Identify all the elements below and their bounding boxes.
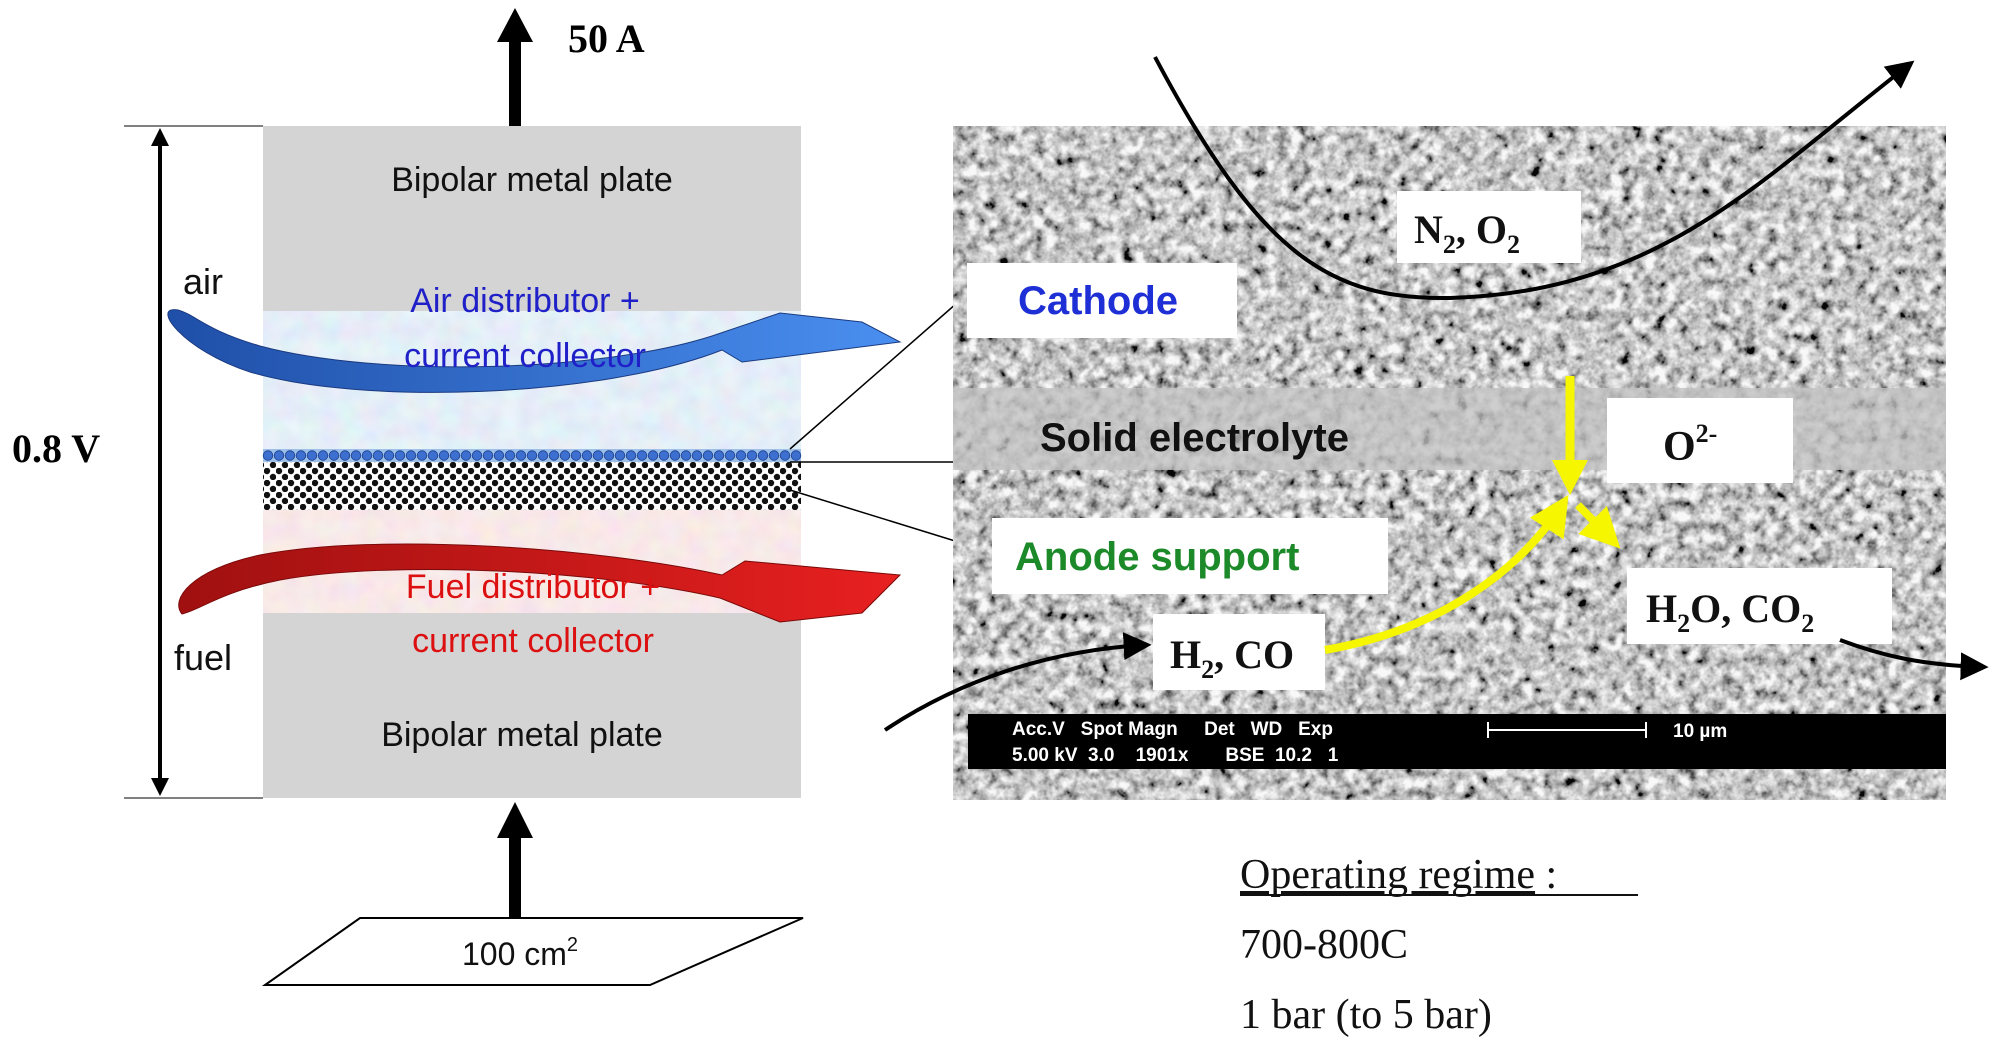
- cathode-bead: [680, 450, 692, 461]
- electrolyte-label: Solid electrolyte: [1040, 416, 1349, 460]
- air-species-label: N2, O2: [1414, 207, 1520, 259]
- cathode-bead: [306, 450, 318, 461]
- air-species-box: [1397, 191, 1581, 263]
- cathode-bead: [603, 450, 615, 461]
- bottom-plate-label: Bipolar metal plate: [381, 716, 663, 754]
- cathode-bead: [460, 450, 472, 461]
- cathode-bead: [438, 450, 450, 461]
- cathode-bead: [647, 450, 659, 461]
- cathode-bead: [262, 450, 274, 461]
- air-path-curve: [1153, 56, 1915, 301]
- cathode-bead: [394, 450, 406, 461]
- fuel-flow-arrow: [178, 543, 902, 623]
- cathode-bead: [526, 450, 538, 461]
- fuel-in-curve: [883, 632, 1152, 732]
- ion-path: [1324, 376, 1621, 654]
- bottom-bipolar-plate: [263, 613, 801, 798]
- cathode-bead: [581, 450, 593, 461]
- cathode-bead: [427, 450, 439, 461]
- voltage-dimension: [124, 125, 263, 799]
- cathode-bead: [735, 450, 747, 461]
- cathode-bead: [383, 450, 395, 461]
- anode-box: [992, 518, 1388, 594]
- air-distributor-label-2: current collector: [404, 337, 646, 375]
- air-flow-arrow: [167, 309, 902, 393]
- current-out-arrow: [497, 8, 533, 126]
- sem-values: 5.00 kV 3.0 1901x BSE 10.2 1: [1012, 745, 1339, 766]
- cathode-bead: [768, 450, 780, 461]
- cathode-bead: [669, 450, 681, 461]
- products-box: [1627, 568, 1892, 644]
- top-plate-label: Bipolar metal plate: [391, 161, 673, 199]
- cathode-bead: [284, 450, 296, 461]
- cathode-bead: [515, 450, 527, 461]
- cathode-bead: [361, 450, 373, 461]
- cathode-bead: [779, 450, 791, 461]
- cathode-bead: [339, 450, 351, 461]
- cathode-bead-layer: [262, 449, 802, 462]
- cathode-bead: [724, 450, 736, 461]
- area-plane: [261, 917, 804, 986]
- cathode-bead: [416, 450, 428, 461]
- cathode-bead: [471, 450, 483, 461]
- fuel-distributor-label-2: current collector: [412, 622, 654, 660]
- cathode-bead: [702, 450, 714, 461]
- sem-data-bar: [968, 714, 1946, 769]
- cathode-bead: [328, 450, 340, 461]
- products-label: H2O, CO2: [1646, 586, 1814, 638]
- cathode-box: [967, 263, 1237, 338]
- air-label: air: [183, 261, 223, 302]
- cathode-bead: [350, 450, 362, 461]
- anode-label: Anode support: [1015, 535, 1299, 579]
- cathode-bead: [482, 450, 494, 461]
- fuel-label: fuel: [174, 637, 232, 678]
- cathode-bead: [614, 450, 626, 461]
- cathode-bead: [405, 450, 417, 461]
- operating-pressure: 1 bar (to 5 bar): [1240, 992, 1492, 1038]
- products-out-curve: [1839, 638, 1989, 681]
- operating-temperature: 700-800C: [1240, 922, 1408, 968]
- electrolyte-checker-layer: [263, 462, 801, 510]
- cathode-bead: [625, 450, 637, 461]
- ion-box: [1607, 398, 1793, 483]
- cathode-bead: [493, 450, 505, 461]
- cathode-bead: [790, 450, 802, 461]
- voltage-label: 0.8 V: [12, 426, 100, 471]
- fuel-species-label: H2, CO: [1170, 632, 1294, 684]
- cathode-bead: [449, 450, 461, 461]
- cathode-bead: [746, 450, 758, 461]
- cathode-bead: [317, 450, 329, 461]
- current-label: 50 A: [568, 16, 645, 61]
- current-in-arrow: [497, 802, 533, 926]
- sem-scale-bar: [1487, 722, 1647, 738]
- fuel-species-box: [1153, 614, 1325, 690]
- cathode-label: Cathode: [1018, 279, 1178, 323]
- cathode-bead: [548, 450, 560, 461]
- cathode-bead: [273, 450, 285, 461]
- cathode-bead: [636, 450, 648, 461]
- cathode-bead: [504, 450, 516, 461]
- zoom-connector-lines: [789, 295, 970, 546]
- sem-headers: Acc.V Spot Magn Det WD Exp: [1012, 719, 1333, 740]
- cathode-bead: [757, 450, 769, 461]
- cathode-bead: [372, 450, 384, 461]
- cathode-bead: [295, 450, 307, 461]
- cathode-bead: [592, 450, 604, 461]
- fuel-distributor-label-1: Fuel distributor +: [406, 568, 660, 606]
- sem-scale-label: 10 µm: [1673, 721, 1727, 742]
- top-bipolar-plate: [263, 126, 801, 311]
- operating-regime-heading: Operating regime :: [1240, 852, 1557, 898]
- air-distributor-label-1: Air distributor +: [410, 282, 640, 320]
- cathode-bead: [559, 450, 571, 461]
- cathode-bead: [537, 450, 549, 461]
- cathode-bead: [658, 450, 670, 461]
- cathode-bead: [570, 450, 582, 461]
- cathode-bead: [713, 450, 725, 461]
- ion-label: O2-: [1663, 419, 1717, 470]
- cathode-bead: [691, 450, 703, 461]
- area-label: 100 cm2: [462, 934, 578, 972]
